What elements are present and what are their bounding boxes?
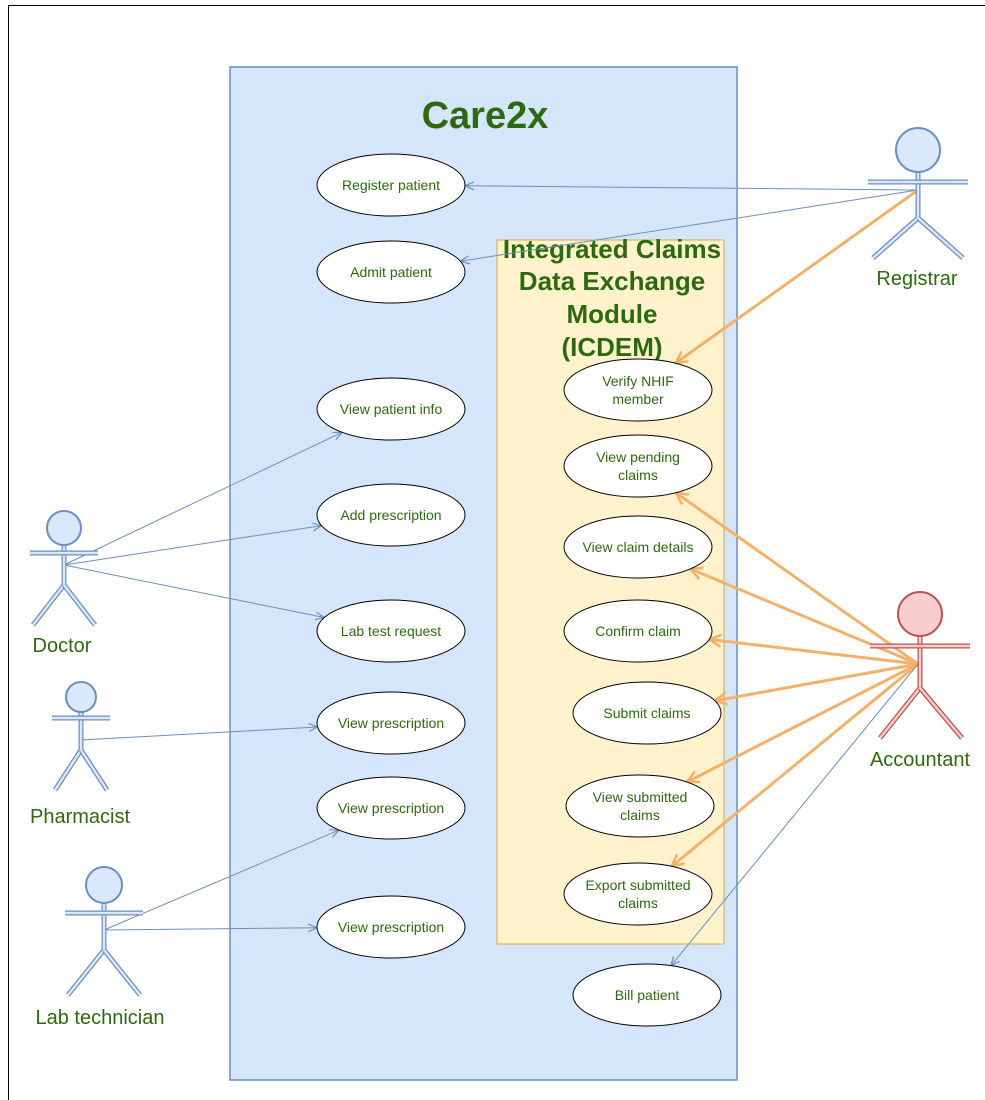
use-case-ellipse <box>316 776 466 840</box>
actor-label: Accountant <box>870 749 971 771</box>
association-doctor-to-view-patient-info <box>63 432 342 566</box>
association-lab-technician-to-view-prescription-2 <box>103 830 339 931</box>
use-case-ellipse <box>563 515 713 579</box>
use-case-label: Verify NHIF <box>602 373 674 389</box>
module-title-line-4: (ICDEM) <box>561 332 662 362</box>
use-case-label: claims <box>618 895 658 911</box>
use-case-ellipse <box>563 358 713 422</box>
actor-registrar[interactable]: Registrar <box>868 127 968 290</box>
diagram-frame <box>8 5 985 1100</box>
use-case-admit-patient[interactable]: Admit patient <box>316 240 466 304</box>
association-registrar-to-register-patient <box>465 186 919 191</box>
actor-figure-icon <box>65 866 143 997</box>
use-case-label: Bill patient <box>615 987 680 1003</box>
use-case-view-pending-claims[interactable]: View pending claims <box>563 434 713 498</box>
use-case-bill-patient[interactable]: Bill patient <box>572 963 722 1027</box>
actor-figure-icon <box>52 681 110 792</box>
use-case-label: Add prescription <box>340 507 441 523</box>
actor-lab-technician[interactable]: Lab technician <box>36 866 165 1029</box>
association-accountant-to-export-submitted-claims <box>672 662 919 866</box>
use-case-view-patient-info[interactable]: View patient info <box>316 377 466 441</box>
use-case-label: member <box>612 391 664 407</box>
use-case-label: Lab test request <box>341 623 442 639</box>
use-case-label: View claim details <box>582 539 693 555</box>
association-accountant-to-submit-claims <box>715 662 919 701</box>
use-case-ellipse <box>316 691 466 755</box>
actor-accountant[interactable]: Accountant <box>870 591 971 771</box>
actor-label: Lab technician <box>36 1007 165 1029</box>
use-case-label: Register patient <box>342 177 440 193</box>
association-pharmacist-to-view-prescription-1 <box>80 727 318 741</box>
actor-figure-icon <box>30 510 98 627</box>
association-doctor-to-lab-test-request <box>63 564 324 618</box>
association-accountant-to-view-pending-claims <box>676 493 919 666</box>
use-case-ellipse <box>316 599 466 663</box>
use-case-lab-test-request[interactable]: Lab test request <box>316 599 466 663</box>
use-case-label: View prescription <box>338 715 444 731</box>
use-case-verify-nhif-member[interactable]: Verify NHIF member <box>563 358 713 422</box>
use-case-register-patient[interactable]: Register patient <box>316 153 466 217</box>
module-boundary-icdem: Integrated Claims Data Exchange Module (… <box>496 234 725 945</box>
association-accountant-to-view-submitted-claims <box>687 662 919 784</box>
use-case-ellipse <box>316 240 466 304</box>
use-case-view-prescription-3[interactable]: View prescription <box>316 895 466 959</box>
use-case-ellipse <box>563 599 713 663</box>
use-case-label: claims <box>620 807 660 823</box>
system-title: Care2x <box>422 95 549 137</box>
use-case-submit-claims[interactable]: Submit claims <box>572 681 722 745</box>
use-case-export-submitted-claims[interactable]: Export submitted claims <box>563 862 713 926</box>
actor-figure-icon <box>868 127 968 260</box>
module-title-line-2: Data Exchange <box>519 266 705 296</box>
use-case-ellipse <box>572 963 722 1027</box>
use-case-label: View submitted <box>593 789 688 805</box>
association-accountant-to-confirm-claim <box>709 639 919 666</box>
use-case-ellipse <box>316 153 466 217</box>
use-case-ellipse <box>316 895 466 959</box>
association-lab-technician-to-view-prescription-3 <box>103 928 317 930</box>
association-doctor-to-add-prescription <box>63 526 321 566</box>
use-case-ellipse <box>316 377 466 441</box>
use-case-ellipse <box>572 681 722 745</box>
use-case-ellipse <box>316 483 466 547</box>
association-registrar-to-verify-nhif-member <box>675 188 919 363</box>
actor-label: Pharmacist <box>30 806 130 828</box>
use-case-label: Export submitted <box>585 877 690 893</box>
use-case-label: View patient info <box>340 401 443 417</box>
use-case-label: claims <box>618 467 658 483</box>
use-case-label: Admit patient <box>350 264 432 280</box>
use-case-ellipse <box>565 774 715 838</box>
use-case-view-prescription-2[interactable]: View prescription <box>316 776 466 840</box>
use-case-label: View prescription <box>338 919 444 935</box>
use-case-ellipse <box>563 862 713 926</box>
use-case-label: Confirm claim <box>595 623 681 639</box>
use-case-add-prescription[interactable]: Add prescription <box>316 483 466 547</box>
association-accountant-to-bill-patient <box>671 663 919 966</box>
use-case-view-prescription-1[interactable]: View prescription <box>316 691 466 755</box>
use-case-label: View pending <box>596 449 680 465</box>
actor-label: Doctor <box>33 635 92 657</box>
use-case-label: Submit claims <box>603 705 690 721</box>
actor-label: Registrar <box>876 268 957 290</box>
use-case-view-claim-details[interactable]: View claim details <box>563 515 713 579</box>
use-case-label: View prescription <box>338 800 444 816</box>
use-case-confirm-claim[interactable]: Confirm claim <box>563 599 713 663</box>
actor-pharmacist[interactable]: Pharmacist <box>30 681 130 828</box>
use-case-ellipse <box>563 434 713 498</box>
association-registrar-to-admit-patient <box>460 189 919 261</box>
actor-figure-icon <box>870 591 970 740</box>
module-title-line-3: Module <box>567 299 658 329</box>
associations-layer <box>63 186 919 966</box>
actor-doctor[interactable]: Doctor <box>30 510 98 657</box>
use-case-view-submitted-claims[interactable]: View submitted claims <box>565 774 715 838</box>
